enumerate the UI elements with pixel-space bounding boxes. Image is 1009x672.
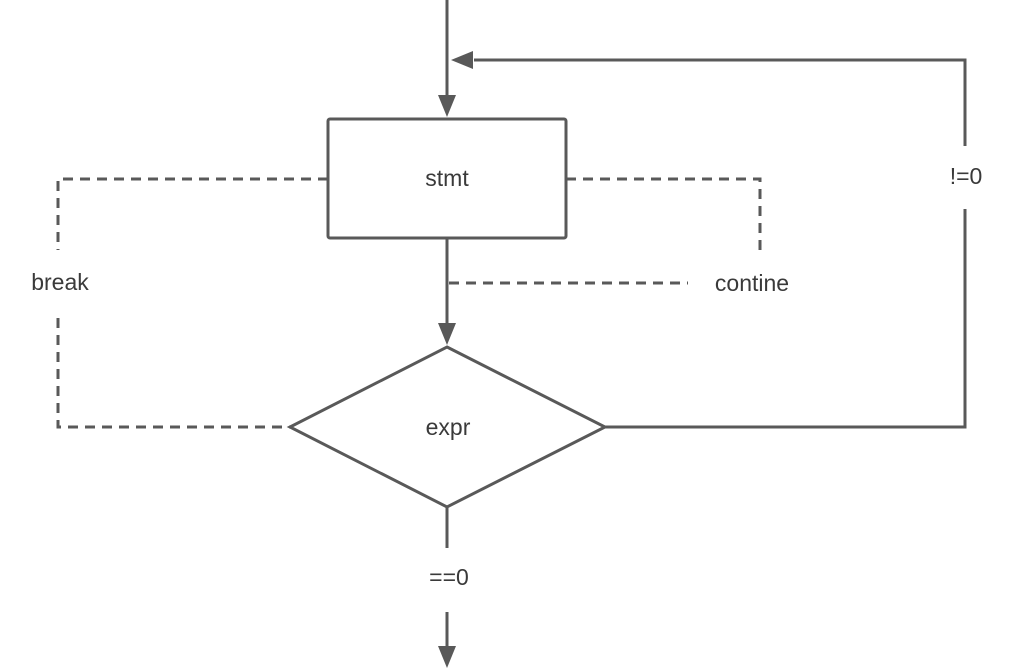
- not-equal-zero-label: !=0: [945, 163, 987, 191]
- loopback-edge: [474, 58, 967, 429]
- expr-node-label: expr: [421, 414, 475, 442]
- exit-arrowhead: [438, 646, 456, 668]
- stmt-to-expr-arrowhead: [438, 323, 456, 345]
- continue-edge-upper: [566, 177, 762, 250]
- continue-label: contine: [710, 270, 794, 298]
- entry-arrowhead: [438, 95, 456, 117]
- equal-zero-label: ==0: [425, 564, 473, 592]
- stmt-node-label: stmt: [421, 165, 473, 193]
- break-label: break: [27, 269, 93, 297]
- break-edge: [56, 177, 328, 429]
- loopback-arrowhead: [451, 51, 473, 69]
